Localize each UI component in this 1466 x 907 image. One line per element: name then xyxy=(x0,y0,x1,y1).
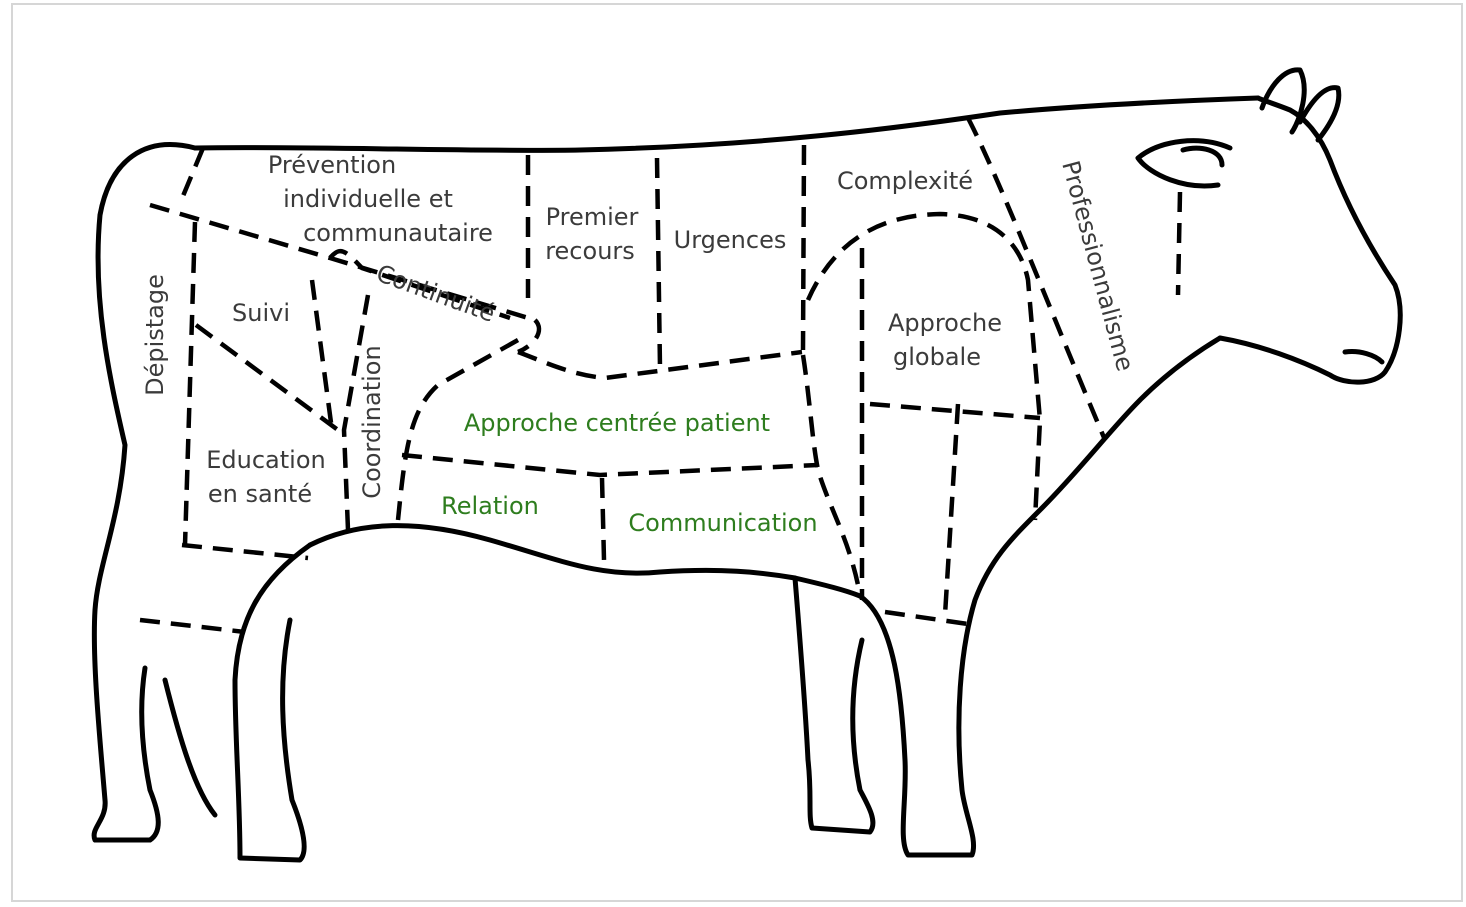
div-urgences-right xyxy=(803,145,804,350)
div-continuite-end xyxy=(518,320,539,352)
region-labels: Prévention individuelle et communautaire… xyxy=(141,151,1139,537)
label-education-1: Education xyxy=(206,446,325,474)
div-relation-right xyxy=(602,478,604,560)
label-coordination: Coordination xyxy=(358,345,386,498)
front-leg-back-outline xyxy=(795,578,873,832)
label-premier-1: Premier xyxy=(546,203,639,231)
label-prevention-3: communautaire xyxy=(303,219,493,247)
label-relation: Relation xyxy=(441,492,539,520)
label-depistage: Dépistage xyxy=(141,274,169,396)
label-approche-globale-1: Approche xyxy=(888,309,1002,337)
div-rump-bottom xyxy=(182,545,308,558)
div-relation-top xyxy=(402,455,818,475)
div-approche-globale-bottom xyxy=(870,404,1040,418)
label-premier-2: recours xyxy=(545,237,635,265)
label-continuite: Continuité xyxy=(373,259,499,328)
mouth-outline xyxy=(1345,352,1382,362)
div-rump-top xyxy=(183,148,203,196)
label-communication: Communication xyxy=(628,509,817,537)
div-hind-leg xyxy=(140,620,245,632)
label-education-2: en santé xyxy=(208,480,312,508)
back-outline xyxy=(195,98,1258,150)
div-depistage-right xyxy=(185,222,195,545)
head-outline xyxy=(1220,98,1400,382)
div-lower-col xyxy=(945,404,958,615)
div-suivi-diag xyxy=(196,325,338,430)
label-urgences: Urgences xyxy=(674,226,787,254)
div-urgences-left xyxy=(657,158,660,368)
div-approche-right xyxy=(803,355,860,595)
hind-leg-front-outline xyxy=(235,545,310,860)
front-leg-front-outline xyxy=(860,338,1220,855)
div-lower-bottom xyxy=(885,612,975,625)
label-prevention-2: individuelle et xyxy=(283,185,453,213)
label-approche-centree: Approche centrée patient xyxy=(464,409,770,437)
label-suivi: Suivi xyxy=(232,299,290,327)
label-prevention-1: Prévention xyxy=(268,151,396,179)
label-complexite: Complexité xyxy=(837,167,973,195)
label-approche-globale-2: globale xyxy=(893,343,981,371)
div-suivi-line1 xyxy=(312,280,332,430)
div-head xyxy=(1178,192,1180,295)
label-professionnalisme: Professionnalisme xyxy=(1056,158,1139,375)
hind-leg-inner-outline xyxy=(165,680,215,815)
ear-inner-outline xyxy=(1183,148,1222,165)
